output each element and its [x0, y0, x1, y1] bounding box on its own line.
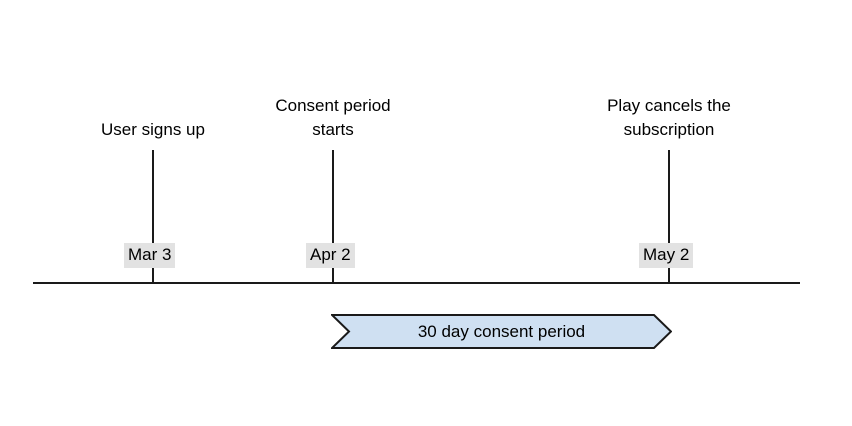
consent-period-banner: 30 day consent period — [331, 314, 672, 349]
milestone-label-play-cancel: Play cancels the subscription — [607, 96, 731, 139]
milestone-label-consent-start: Consent period starts — [275, 96, 391, 139]
milestone-label-signup: User signs up — [101, 120, 205, 139]
chevron-arrow-icon — [331, 314, 672, 349]
consent-period-banner-label: 30 day consent period — [417, 321, 586, 341]
milestone-date-consent-start: Apr 2 — [306, 243, 355, 268]
milestone-date-play-cancel: May 2 — [639, 243, 694, 268]
milestone-tick-play-cancel — [668, 150, 670, 283]
milestone-date-signup: Mar 3 — [124, 243, 176, 268]
consent-period-banner-shape — [331, 314, 672, 349]
milestone-tick-signup — [152, 150, 154, 283]
timeline-axis-line — [33, 282, 800, 284]
milestone-tick-consent-start — [332, 150, 334, 283]
